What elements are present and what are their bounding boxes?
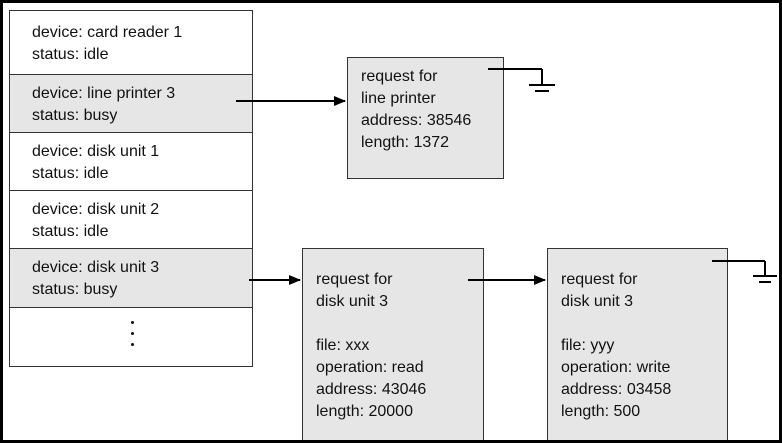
ellipsis-more-devices — [128, 321, 136, 354]
request-title: request for — [361, 68, 438, 85]
device-name: device: disk unit 2 — [32, 201, 160, 218]
request-address: address: 43046 — [316, 381, 427, 398]
device-status: status: idle — [32, 46, 109, 63]
device-row-disk-unit-1: device: disk unit 1 status: idle — [10, 133, 252, 191]
device-name: device: card reader 1 — [32, 24, 183, 41]
request-length: length: 20000 — [316, 403, 413, 420]
device-name: device: disk unit 3 — [32, 259, 160, 276]
device-row-disk-unit-3: device: disk unit 3 status: busy — [10, 249, 252, 308]
device-row-line-printer-3: device: line printer 3 status: busy — [10, 75, 252, 133]
request-address: address: 38546 — [361, 112, 472, 129]
request-length: length: 500 — [561, 403, 641, 420]
request-operation: operation: read — [316, 359, 424, 376]
request-file: file: yyy — [561, 337, 615, 354]
request-file: file: xxx — [316, 337, 370, 354]
request-device: disk unit 3 — [561, 293, 634, 310]
request-device: line printer — [361, 90, 436, 107]
ground-icon-disk-request — [712, 260, 777, 283]
device-name: device: disk unit 1 — [32, 143, 160, 160]
device-status: status: busy — [32, 107, 118, 124]
request-operation: operation: write — [561, 359, 671, 376]
request-address: address: 03458 — [561, 381, 672, 398]
device-status-table: device: card reader 1 status: idle devic… — [9, 10, 253, 367]
device-status: status: idle — [32, 223, 109, 240]
device-status: status: idle — [32, 165, 109, 182]
device-name: device: line printer 3 — [32, 85, 176, 102]
disk-request-block-2: request for disk unit 3 file: yyy operat… — [547, 248, 728, 440]
device-row-card-reader-1: device: card reader 1 status: idle — [10, 11, 252, 75]
request-title: request for — [316, 271, 393, 288]
disk-request-block-1: request for disk unit 3 file: xxx operat… — [302, 248, 484, 440]
connectors-layer — [236, 68, 777, 285]
request-length: length: 1372 — [361, 134, 450, 151]
request-device: disk unit 3 — [316, 293, 389, 310]
ground-icon-printer-request — [488, 68, 555, 92]
device-row-disk-unit-2: device: disk unit 2 status: idle — [10, 191, 252, 249]
printer-request-block: request for line printer address: 38546 … — [347, 57, 504, 179]
device-status: status: busy — [32, 281, 118, 298]
request-title: request for — [561, 271, 638, 288]
